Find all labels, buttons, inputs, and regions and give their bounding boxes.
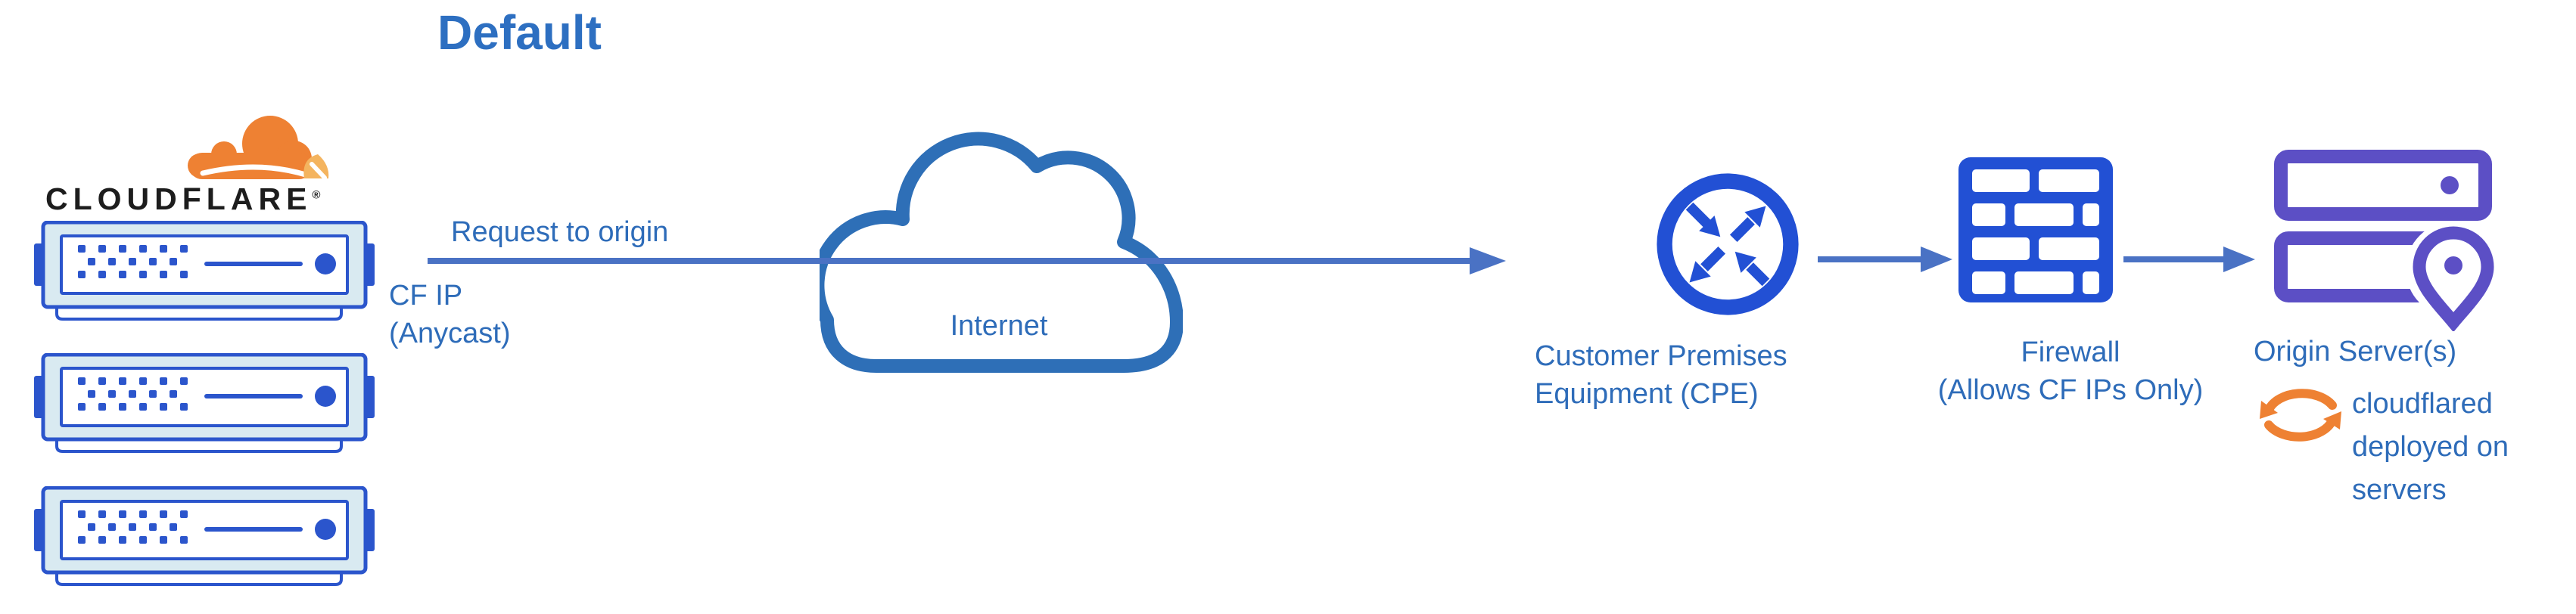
internet-label: Internet [950, 310, 1048, 342]
cloudflared-note-line2: deployed on [2352, 431, 2509, 463]
registered-mark: ® [312, 188, 321, 202]
cloudflare-wordmark: CLOUDFLARE® [45, 181, 321, 216]
request-to-origin-label: Request to origin [451, 216, 669, 248]
firewall-label: Firewall (Allows CF IPs Only) [1922, 333, 2219, 409]
edge-server-icon [34, 353, 375, 453]
request-arrowhead [1470, 247, 1506, 274]
cpe-label-line2: Equipment (CPE) [1535, 378, 1759, 411]
edge-server-icon [34, 486, 375, 586]
cloudflared-note: cloudflared deployed on servers [2352, 383, 2509, 512]
brick-wall-icon [1958, 157, 2113, 302]
edge-server-icon [34, 221, 375, 321]
firewall-label-line2: (Allows CF IPs Only) [1937, 374, 2204, 407]
cf-ip-line2: (Anycast) [389, 318, 511, 350]
cloudflared-note-line1: cloudflared [2352, 388, 2493, 420]
origin-servers-icon [2274, 150, 2501, 331]
cpe-label-line1: Customer Premises [1535, 340, 1787, 372]
origin-servers-label: Origin Server(s) [2254, 336, 2457, 367]
cpe-label: Customer Premises Equipment (CPE) [1535, 337, 1787, 413]
cloudflared-note-line3: servers [2352, 474, 2447, 506]
cf-ip-line1: CF IP [389, 280, 463, 312]
firewall-label-line1: Firewall [2021, 336, 2120, 368]
sync-arrows-icon [2260, 389, 2341, 442]
internet-cloud-icon [820, 132, 1183, 373]
router-icon [1657, 173, 1799, 315]
cloudflare-cloud-icon [188, 116, 329, 180]
page-title: Default [437, 5, 602, 60]
cf-ip-anycast-label: CF IP (Anycast) [389, 277, 510, 352]
